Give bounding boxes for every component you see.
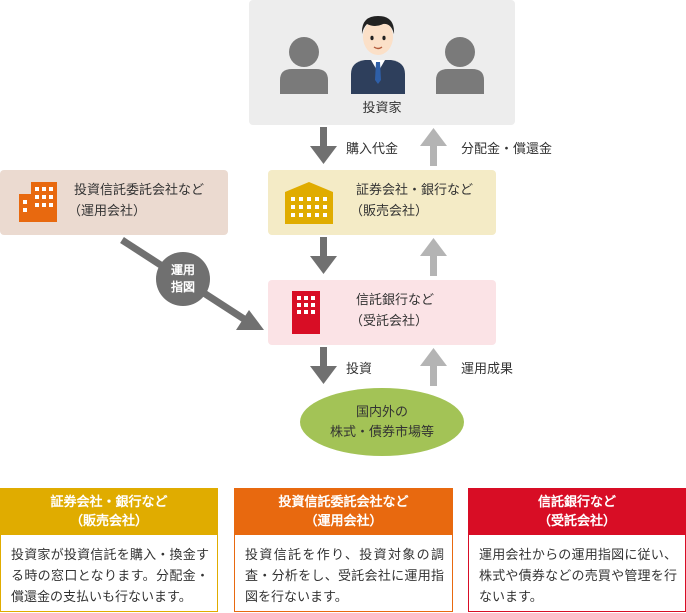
card-sales-company-body: 投資家が投資信託を購入・換金する時の窓口となります。分配金・償還金の支払いも行な… <box>11 548 209 605</box>
management-company-role: （運用会社） <box>68 204 147 219</box>
card-management-company-body: 投資信託を作り、投資対象の調査・分析をし、受託会社に運用指図を行ないます。 <box>245 548 444 605</box>
card-management-company-title: 投資信託委託会社など <box>278 495 409 510</box>
arrow-down-sales-to-trust <box>310 237 337 274</box>
card-trust-bank: 信託銀行など （受託会社） 運用会社からの運用指図に従い、株式や債券などの売買や… <box>468 488 686 612</box>
trust-bank-name: 信託銀行など <box>356 293 435 308</box>
card-trust-bank-header: 信託銀行など （受託会社） <box>469 489 685 535</box>
market-label-line1: 国内外の <box>355 405 408 420</box>
arrow-label-results: 運用成果 <box>461 362 514 377</box>
card-sales-company: 証券会社・銀行など （販売会社） 投資家が投資信託を購入・換金する時の窓口となり… <box>0 488 218 612</box>
market-ellipse <box>300 388 464 456</box>
investor-businessman-icon <box>347 10 409 94</box>
arrow-label-purchase: 購入代金 <box>346 142 399 157</box>
investor-silhouette-right-icon <box>434 36 486 94</box>
card-management-company-subtitle: （運用会社） <box>304 514 383 529</box>
instruction-badge-line2: 指図 <box>170 280 195 294</box>
trust-bank-role: （受託会社） <box>350 314 429 329</box>
sales-company-name: 証券会社・銀行など <box>356 183 474 198</box>
card-management-company: 投資信託委託会社など （運用会社） 投資信託を作り、投資対象の調査・分析をし、受… <box>234 488 453 612</box>
arrow-up-distribution <box>420 128 447 166</box>
arrow-down-investment <box>310 347 337 384</box>
office-building-icon <box>17 180 61 224</box>
instruction-badge-line1: 運用 <box>170 263 195 277</box>
card-management-company-header: 投資信託委託会社など （運用会社） <box>235 489 452 535</box>
card-sales-company-title: 証券会社・銀行など <box>50 495 168 510</box>
bank-building-icon <box>283 180 335 224</box>
sales-company-role: （販売会社） <box>350 204 429 219</box>
market-label-line2: 株式・債券市場等 <box>329 425 434 440</box>
card-trust-bank-title: 信託銀行など <box>537 495 616 510</box>
card-sales-company-header: 証券会社・銀行など （販売会社） <box>1 489 217 535</box>
arrow-label-investment: 投資 <box>346 362 373 377</box>
arrow-up-results <box>420 348 447 386</box>
investor-silhouette-left-icon <box>278 36 330 94</box>
arrow-down-purchase <box>310 127 337 164</box>
arrow-label-distribution: 分配金・償還金 <box>461 142 553 157</box>
arrow-up-trust-to-sales <box>420 238 447 276</box>
instruction-badge <box>156 252 210 306</box>
card-trust-bank-body: 運用会社からの運用指図に従い、株式や債券などの売買や管理を行ないます。 <box>479 548 677 605</box>
management-company-name: 投資信託委託会社など <box>74 183 205 198</box>
card-trust-bank-subtitle: （受託会社） <box>537 514 616 529</box>
trust-bank-building-icon <box>290 289 322 336</box>
card-sales-company-subtitle: （販売会社） <box>69 514 148 529</box>
investors-label: 投資家 <box>362 101 402 116</box>
